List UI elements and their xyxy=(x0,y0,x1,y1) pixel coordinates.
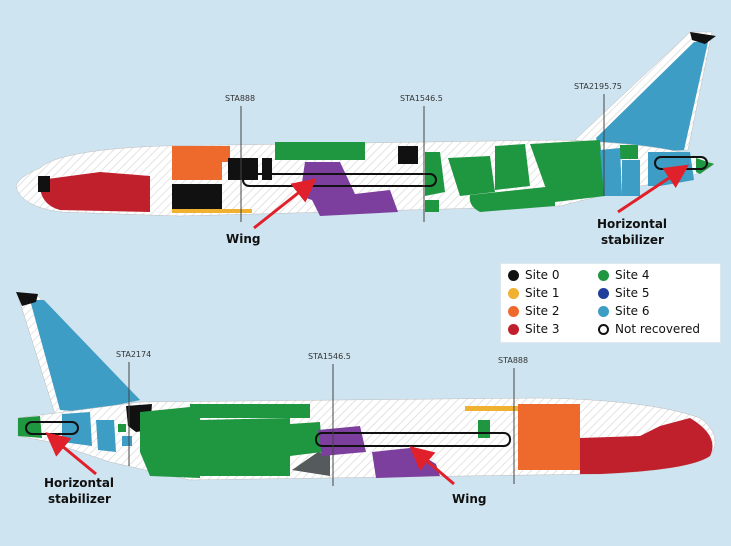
bottom-site2-block xyxy=(518,404,580,470)
top-site0-block-c xyxy=(262,158,272,180)
legend-label-site2: Site 2 xyxy=(525,304,560,318)
bottom-sta2174-label: STA2174 xyxy=(116,350,151,359)
top-nose-windows xyxy=(38,176,50,192)
legend-label-site6: Site 6 xyxy=(615,304,650,318)
top-tail-fin-site6 xyxy=(596,42,708,152)
top-sta1546-label: STA1546.5 xyxy=(400,94,443,103)
bottom-grey-block xyxy=(292,452,330,476)
legend-item-site2: Site 2 xyxy=(508,304,560,318)
top-site4-small-b xyxy=(620,145,638,159)
legend-label-site0: Site 0 xyxy=(525,268,560,282)
top-site4-mid-e xyxy=(530,140,605,202)
top-stabilizer-label-2: stabilizer xyxy=(601,233,664,247)
site5-swatch-icon xyxy=(598,287,609,299)
legend-item-site6: Site 6 xyxy=(598,304,650,318)
not-recovered-swatch-icon xyxy=(598,323,609,335)
top-site0-block-d xyxy=(398,146,418,164)
legend-label-site4: Site 4 xyxy=(615,268,650,282)
bottom-sta888-label: STA888 xyxy=(498,356,528,365)
bottom-wing-purple-a xyxy=(318,426,366,456)
bottom-tail-fin-site6 xyxy=(30,300,140,412)
site1-swatch-icon xyxy=(508,287,519,299)
top-wing-purple xyxy=(300,162,398,216)
bottom-nose-site3 xyxy=(580,418,713,474)
bottom-wing-label: Wing xyxy=(452,492,486,506)
legend-label-site1: Site 1 xyxy=(525,286,560,300)
bottom-sta1546-label: STA1546.5 xyxy=(308,352,351,361)
bottom-site6-rear-b xyxy=(96,420,116,452)
site3-swatch-icon xyxy=(508,323,519,335)
legend-item-site3: Site 3 xyxy=(508,322,560,336)
bottom-wing-arrow xyxy=(409,446,455,486)
top-wing-outline xyxy=(242,173,437,187)
top-site1-strip xyxy=(172,209,252,213)
bottom-stabilizer-arrow xyxy=(45,432,97,476)
bottom-tail-tip xyxy=(16,292,38,306)
bottom-site4-main-a xyxy=(140,406,200,478)
bottom-site4-upper xyxy=(190,404,310,418)
bottom-site4-main-c xyxy=(290,422,322,456)
bottom-wing-outline xyxy=(315,432,511,447)
legend-label-not-recovered: Not recovered xyxy=(615,322,700,336)
legend-item-not-recovered: Not recovered xyxy=(598,322,700,336)
site2-swatch-icon xyxy=(508,305,519,317)
top-aircraft-view: STA888 STA1546.5 STA2195.75 Wing Horizon… xyxy=(15,31,716,247)
site4-swatch-icon xyxy=(598,269,609,281)
legend-label-site3: Site 3 xyxy=(525,322,560,336)
top-wing-label: Wing xyxy=(226,232,260,246)
top-site6-rear-a xyxy=(600,148,622,196)
bottom-site4-small-b xyxy=(256,452,278,472)
bottom-stabilizer-label-2: stabilizer xyxy=(48,492,111,506)
top-wing-arrow xyxy=(253,178,317,230)
bottom-site4-small-a xyxy=(118,424,126,432)
bottom-site1-strip xyxy=(465,406,523,411)
legend-item-site5: Site 5 xyxy=(598,286,650,300)
top-site4-mid-d xyxy=(495,144,530,190)
top-site4-upper xyxy=(275,142,365,160)
site6-swatch-icon xyxy=(598,305,609,317)
top-stabilizer-arrow xyxy=(617,164,689,214)
top-site4-mid-c xyxy=(469,186,555,212)
top-site0-block-a xyxy=(172,184,222,210)
bottom-stabilizer-label-1: Horizontal xyxy=(44,476,114,490)
top-site6-rear-b xyxy=(622,160,640,196)
top-sta888-label: STA888 xyxy=(225,94,255,103)
top-tail-tip xyxy=(690,32,716,44)
bottom-site4-small-c xyxy=(478,420,490,438)
top-site4-mid-b xyxy=(448,156,495,196)
top-sta2195-label: STA2195.75 xyxy=(574,82,622,91)
top-site4-small-a xyxy=(425,200,439,212)
bottom-site6-small xyxy=(122,436,132,446)
top-nose-site3 xyxy=(39,172,151,212)
bottom-aircraft-view: STA2174 STA1546.5 STA888 Wing Horizontal… xyxy=(16,292,716,506)
top-site2-block xyxy=(172,146,230,180)
site0-swatch-icon xyxy=(508,269,519,281)
legend-label-site5: Site 5 xyxy=(615,286,650,300)
legend: Site 0 Site 1 Site 2 Site 3 Site 4 Site … xyxy=(500,263,721,343)
legend-item-site4: Site 4 xyxy=(598,268,650,282)
top-stabilizer-label-1: Horizontal xyxy=(597,217,667,231)
legend-item-site0: Site 0 xyxy=(508,268,560,282)
legend-item-site1: Site 1 xyxy=(508,286,560,300)
